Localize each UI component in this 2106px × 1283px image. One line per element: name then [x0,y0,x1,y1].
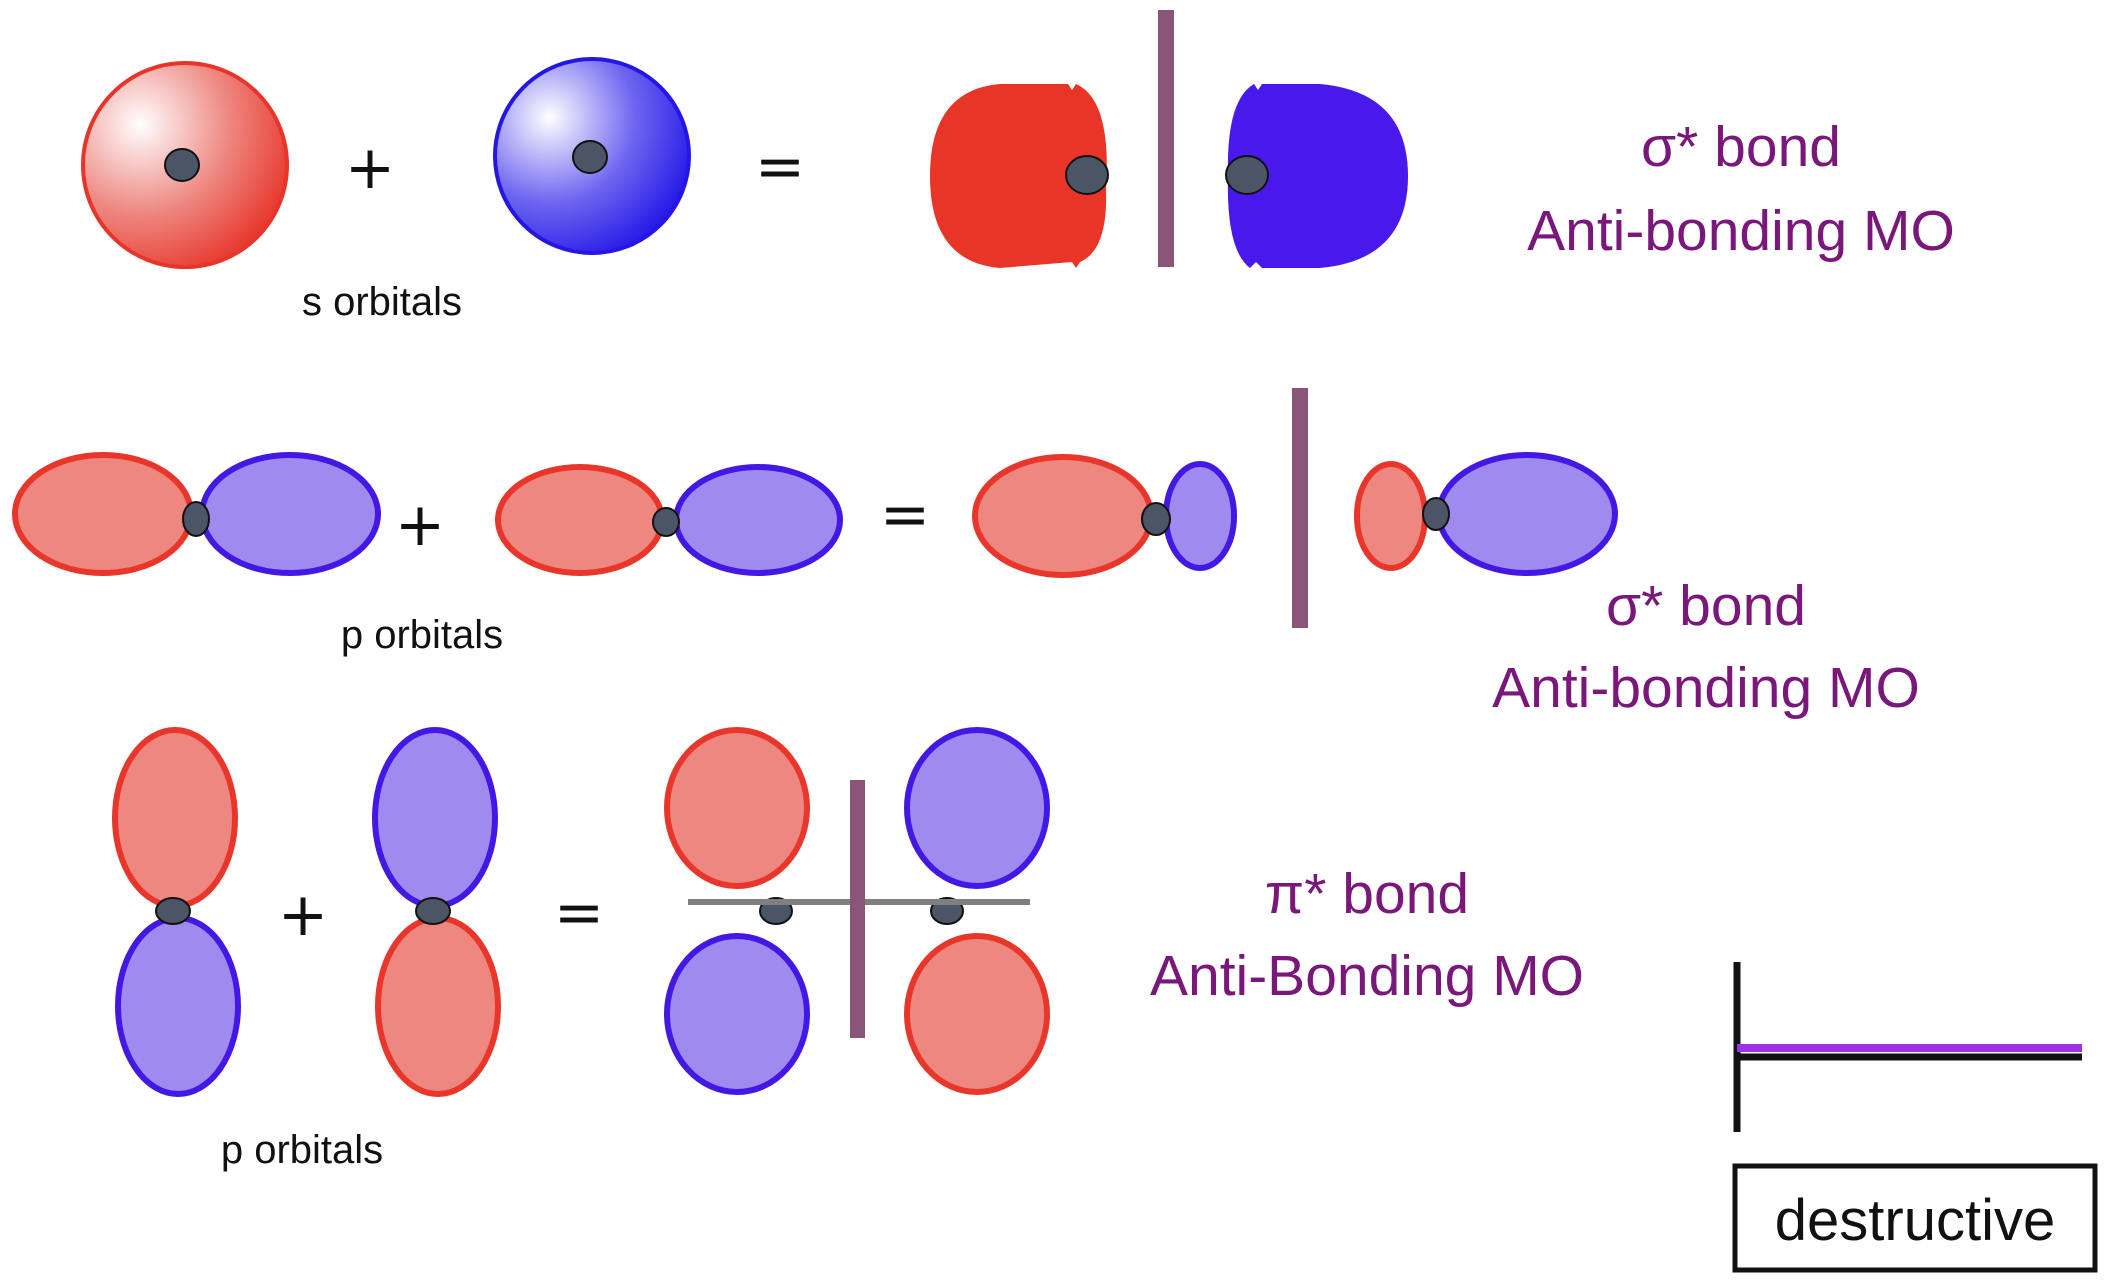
nucleus [652,507,680,537]
s-orbital-negative [493,57,691,255]
lobe-positive [112,727,238,909]
p-orbital-vertical-left [112,727,241,1097]
sigma-star-lobe-positive [930,84,1107,268]
lobe-negative [904,727,1050,889]
lobe-negative [664,933,810,1095]
legend-label-box [1732,1163,2098,1273]
row-p-pi-star: + = p orbitals π* bond Anti-Bonding MO [112,727,1584,1172]
lobe-negative [372,727,498,909]
row-s-sigma-star: + = s orbitals σ* bond Anti-bonding MO [81,10,1955,324]
equals-sign: = [880,480,930,550]
bond-label-sigma-star: σ* bond [1641,115,1841,179]
row-p-sigma-star: + = p orbitals σ* bond Anti-bonding MO [12,388,1920,720]
nucleus [1225,155,1269,195]
legend-destructive: destructive [1732,962,2098,1273]
lobe-positive [664,727,810,889]
lobe-negative [673,464,843,576]
mo-label-anti-bonding: Anti-Bonding MO [1150,944,1584,1008]
lobe-negative [199,452,381,576]
lobe-negative [115,915,241,1097]
pi-star-mo [664,727,1050,1095]
sigma-star-s-mo [930,10,1408,268]
nucleus [182,501,210,537]
plus-sign: + [395,490,445,560]
equals-sign: = [755,132,805,202]
bond-label-pi-star: π* bond [1265,862,1469,926]
legend-label: destructive [1775,1188,2055,1253]
nucleus [155,897,191,925]
lobe-positive [972,454,1154,578]
nucleus [164,148,200,182]
lobe-positive [904,933,1050,1095]
mo-label-anti-bonding: Anti-bonding MO [1492,656,1920,720]
nucleus [572,140,608,174]
sigma-star-lobe-negative [1227,84,1408,268]
bond-label-sigma-star: σ* bond [1606,574,1806,638]
p-orbital-left [12,452,381,576]
nucleus [1065,155,1109,195]
caption-s-orbitals: s orbitals [302,280,462,324]
lobe-positive-small [1354,461,1428,571]
lobe-positive [12,452,194,576]
s-orbital-positive [81,61,289,269]
nodal-plane [850,780,865,1038]
nodal-plane [1292,388,1308,628]
p-orbital-right [495,464,843,576]
caption-p-orbitals: p orbitals [341,613,503,657]
p-orbital-vertical-right [372,727,501,1097]
nucleus [1422,497,1450,531]
nucleus [1141,502,1171,536]
lobe-negative-small [1163,461,1237,571]
plus-sign: + [278,880,328,950]
equals-sign: = [554,878,604,948]
lobe-positive [495,464,665,576]
mo-label-anti-bonding: Anti-bonding MO [1527,199,1955,263]
nucleus [415,897,451,925]
caption-p-orbitals: p orbitals [221,1128,383,1172]
plus-sign: + [345,133,395,203]
nodal-plane [1158,10,1174,267]
lobe-positive [375,915,501,1097]
sigma-star-p-mo [972,388,1618,628]
lobe-negative [1436,452,1618,576]
